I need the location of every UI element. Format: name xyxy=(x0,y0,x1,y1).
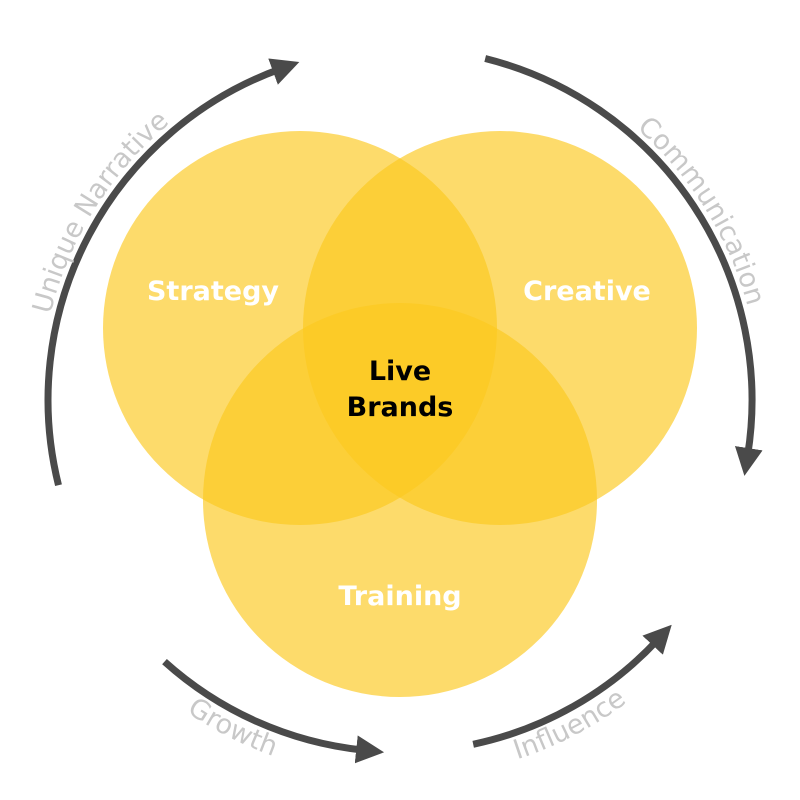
label-creative: Creative xyxy=(523,276,651,307)
arrow-influence xyxy=(472,624,672,748)
label-training: Training xyxy=(338,581,461,612)
arrow-communication xyxy=(484,55,763,476)
center-label-line1: Live xyxy=(369,356,431,387)
center-label-line2: Brands xyxy=(347,392,454,423)
arrow-unique-narrative xyxy=(44,58,300,487)
label-strategy: Strategy xyxy=(147,276,279,307)
arrow-growth xyxy=(162,658,385,764)
circle-training xyxy=(203,303,597,697)
